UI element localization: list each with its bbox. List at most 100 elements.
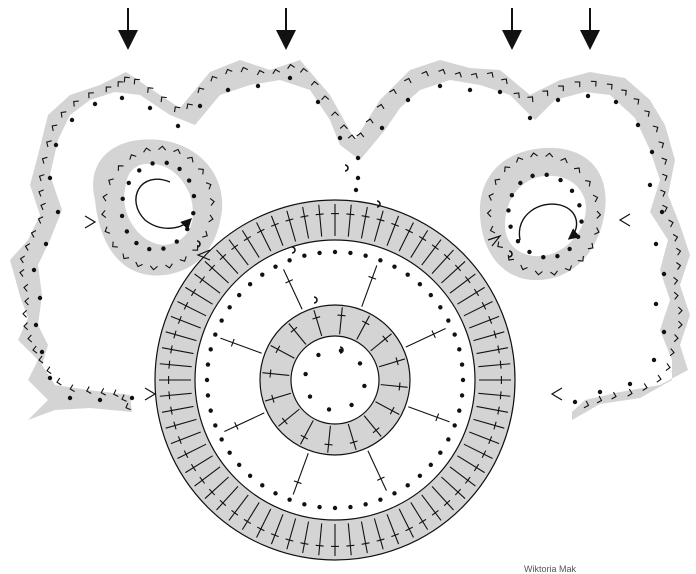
chain-dot	[68, 396, 72, 400]
chain-dot	[461, 378, 465, 382]
eyelet-left-direction-arrow	[136, 179, 190, 228]
single-crochet-v	[666, 363, 670, 370]
chain-dot	[446, 318, 450, 322]
chain-dot	[452, 332, 456, 336]
chain-dot	[148, 106, 152, 110]
chain-dot	[287, 497, 291, 501]
chain-dot	[363, 254, 367, 258]
chain-dot	[308, 394, 312, 398]
chain-dot	[248, 474, 252, 478]
chain-dot	[121, 197, 125, 201]
double-crochet-t-bar	[169, 361, 170, 369]
chain-dot	[248, 282, 252, 286]
chain-dot	[32, 268, 36, 272]
chain-dot	[363, 502, 367, 506]
chain-dot	[460, 393, 464, 397]
chain-dot	[187, 178, 191, 182]
chain-dot	[528, 116, 532, 120]
chain-dot	[429, 293, 433, 297]
chain-dot	[213, 332, 217, 336]
chain-dot	[70, 118, 74, 122]
chain-dot	[134, 241, 138, 245]
chain-dot	[147, 247, 151, 251]
chain-dot	[660, 210, 664, 214]
chain-dot	[273, 491, 277, 495]
chain-dot	[530, 174, 534, 178]
single-crochet-v	[57, 378, 61, 385]
chain-dot	[317, 251, 321, 255]
chain-dot	[362, 384, 366, 388]
double-crochet-t-bar	[500, 391, 501, 399]
chain-dot	[177, 167, 181, 171]
chain-dot	[438, 84, 442, 88]
chain-dot	[348, 505, 352, 509]
chain-dot	[378, 258, 382, 262]
chain-dot	[34, 323, 38, 327]
chain-dot	[348, 251, 352, 255]
chain-dot	[380, 126, 384, 130]
chain-dot	[48, 376, 52, 380]
chain-dot	[392, 264, 396, 268]
chain-dot	[120, 214, 124, 218]
chain-dot	[130, 396, 134, 400]
chain-dot	[586, 94, 590, 98]
chain-dot	[338, 136, 342, 140]
join-arrow-left	[145, 388, 155, 400]
single-crochet-v	[23, 310, 27, 317]
double-crochet-t-bar	[346, 214, 354, 215]
chain-dot	[226, 88, 230, 92]
double-crochet-t-bar	[316, 214, 324, 215]
chain-dot	[406, 483, 410, 487]
chain-dot	[457, 347, 461, 351]
center-motif	[155, 200, 515, 560]
chain-dot	[518, 181, 522, 185]
join-arrow-right	[552, 388, 562, 400]
eyelet-right-band	[480, 148, 606, 280]
eyelet-left-band	[93, 139, 222, 275]
chain-dot	[438, 451, 442, 455]
chain-dot	[227, 451, 231, 455]
chain-dot	[650, 150, 654, 154]
double-crochet-t-bar	[500, 361, 501, 369]
chain-dot	[327, 407, 331, 411]
chain-dot	[418, 282, 422, 286]
round-1-center	[291, 336, 379, 424]
double-crochet-t-bar	[169, 391, 170, 399]
chain-dot	[219, 437, 223, 441]
double-crochet-t-bar	[316, 545, 324, 546]
chain-dot	[161, 246, 165, 250]
chain-dot	[573, 400, 577, 404]
chain-dot	[570, 189, 574, 193]
chain-dot	[317, 505, 321, 509]
chain-dot	[506, 208, 510, 212]
chain-dot	[287, 258, 291, 262]
chain-dot	[127, 181, 131, 185]
chain-dot	[316, 100, 320, 104]
chain-dot	[555, 254, 559, 258]
chain-dot	[192, 194, 196, 198]
chain-dot	[636, 123, 640, 127]
chain-dot	[527, 250, 531, 254]
chain-dot	[219, 318, 223, 322]
join-arrow-inner-left	[85, 216, 95, 228]
chain-dot	[213, 423, 217, 427]
chain-dot	[288, 76, 292, 80]
chain-dot	[198, 104, 202, 108]
chain-dot	[176, 124, 180, 128]
chain-dot	[316, 353, 320, 357]
chain-dot	[256, 84, 260, 88]
chain-dot	[354, 188, 358, 192]
chain-dot	[137, 168, 141, 172]
chain-dot	[358, 361, 362, 365]
chain-dot	[378, 497, 382, 501]
chain-dot	[175, 239, 179, 243]
chain-dot	[654, 242, 658, 246]
chain-dot	[333, 250, 337, 254]
join-arrow-inner-right	[620, 214, 630, 226]
chain-dot	[648, 183, 652, 187]
chain-dot	[544, 173, 548, 177]
chain-dot	[260, 483, 264, 487]
single-crochet-v	[47, 367, 51, 374]
chain-dot	[662, 272, 666, 276]
